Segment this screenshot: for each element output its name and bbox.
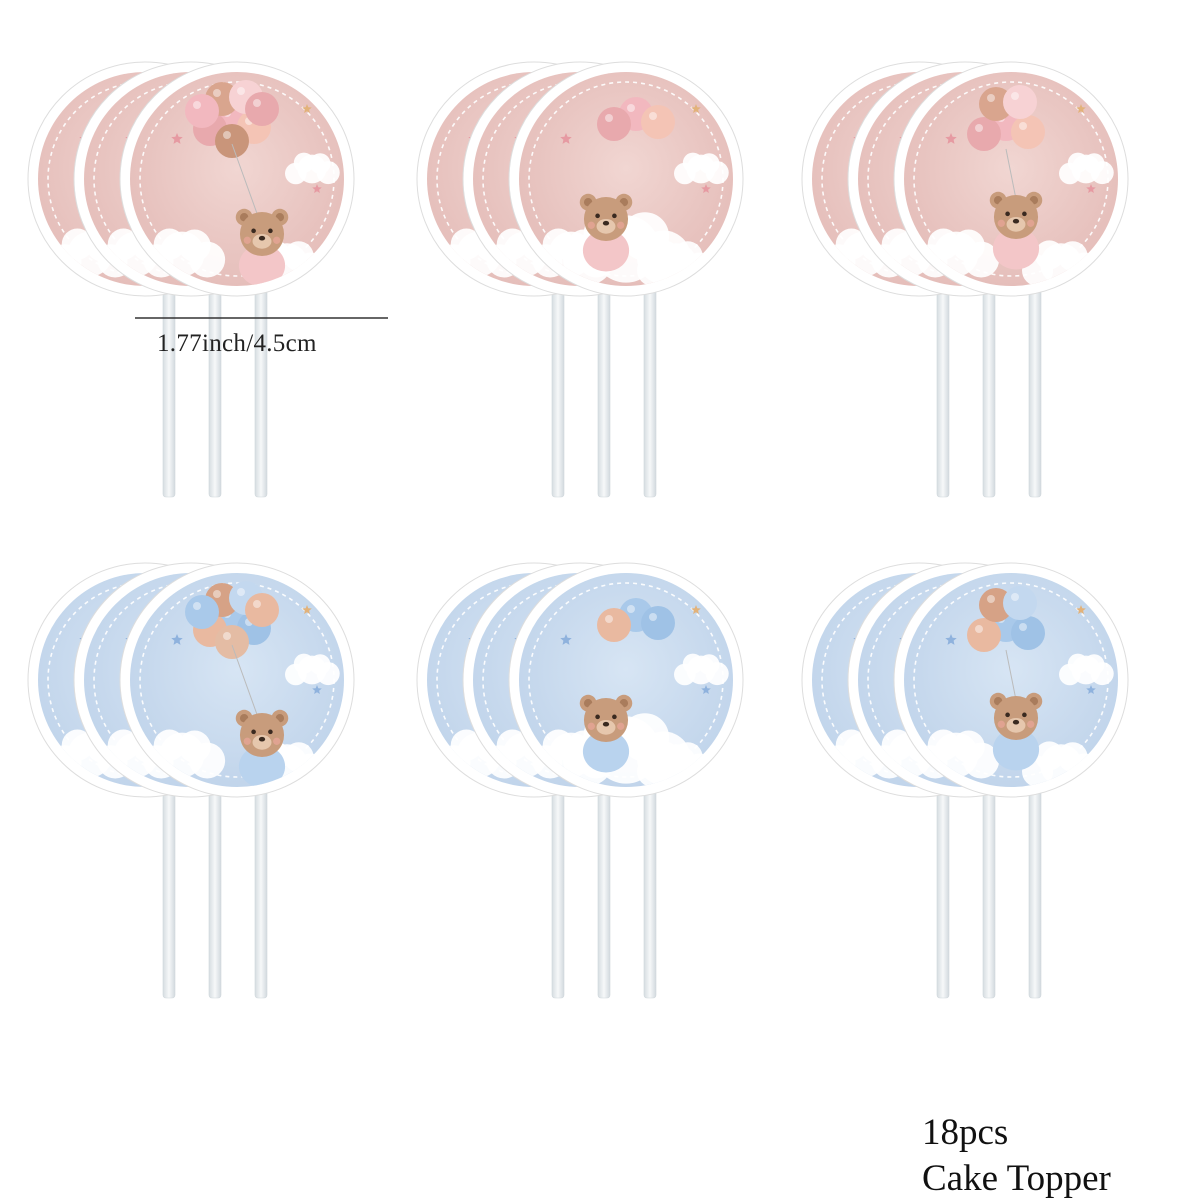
- topper-sticks: [936, 779, 1042, 999]
- dimension-label: 1.77inch/4.5cm: [157, 330, 317, 357]
- topper-sticks: [551, 779, 657, 999]
- topper-group-blue-5: [416, 562, 744, 999]
- topper-group-blue-4: [27, 562, 355, 999]
- product-caption: 18pcs Cake Topper: [922, 1110, 1111, 1202]
- piece-count: 18pcs: [922, 1112, 1009, 1153]
- topper-sticks: [162, 278, 268, 498]
- topper-group-pink-2: [416, 61, 744, 498]
- topper-disc: [893, 562, 1129, 798]
- topper-disc: [119, 562, 355, 798]
- topper-group-blue-6: [801, 562, 1129, 999]
- topper-disc: [893, 61, 1129, 297]
- topper-disc: [508, 562, 744, 798]
- product-name: Cake Topper: [922, 1158, 1111, 1199]
- topper-groups: [27, 61, 1129, 999]
- topper-sticks: [162, 779, 268, 999]
- topper-group-pink-1: [27, 61, 355, 498]
- topper-group-pink-3: [801, 61, 1129, 498]
- topper-sticks: [551, 278, 657, 498]
- topper-disc: [119, 61, 355, 297]
- topper-sticks: [936, 278, 1042, 498]
- topper-disc: [508, 61, 744, 297]
